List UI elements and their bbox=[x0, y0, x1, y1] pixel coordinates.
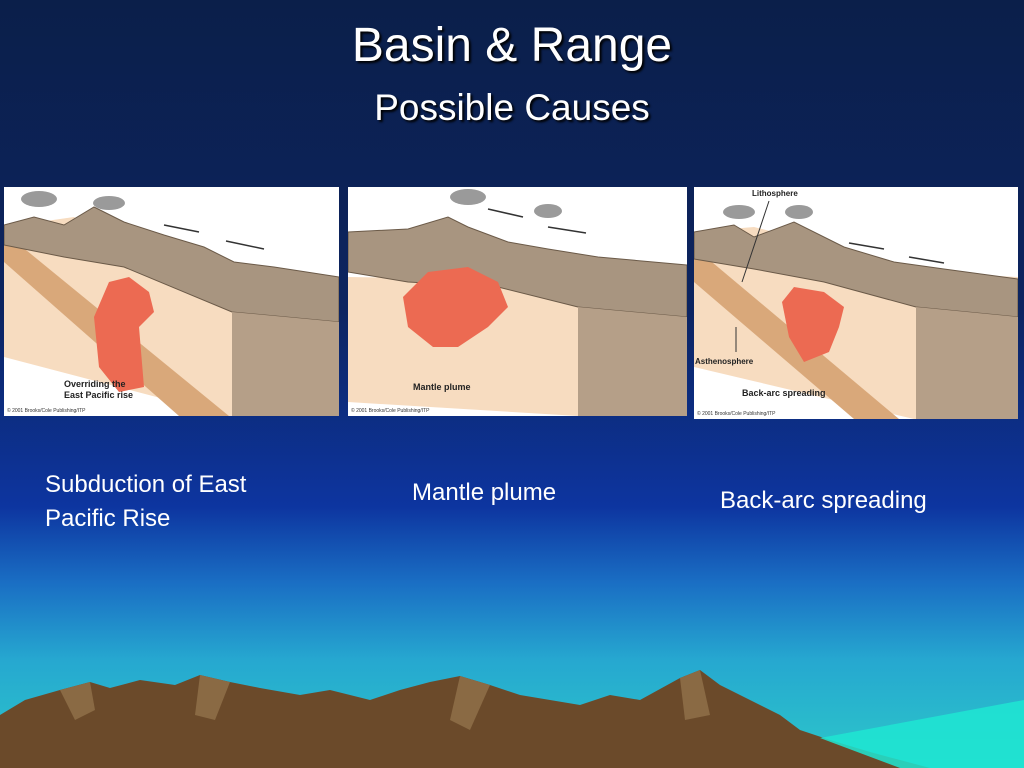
diagram-back-arc: Lithosphere Asthenosphere Back-arc sprea… bbox=[694, 187, 1018, 419]
crust-layer bbox=[4, 206, 339, 323]
crust-front-face bbox=[916, 307, 1018, 419]
diagram-overriding-rise: Overriding the East Pacific rise © 2001 … bbox=[4, 187, 339, 416]
extension-arrow bbox=[848, 242, 885, 250]
lithosphere-pointer bbox=[741, 200, 770, 283]
block-diagram-3: Lithosphere Asthenosphere Back-arc sprea… bbox=[694, 189, 1018, 419]
crust-front-face bbox=[232, 312, 339, 416]
diagram-label-line: Overriding the bbox=[64, 379, 126, 389]
mountain-highlight bbox=[680, 670, 710, 720]
asthenosphere-label: Asthenosphere bbox=[695, 357, 754, 366]
volcanic-plume bbox=[450, 189, 486, 205]
diagram-label-line: Mantle plume bbox=[413, 382, 471, 392]
extension-arrow bbox=[487, 208, 524, 218]
crust-front-face bbox=[578, 307, 687, 416]
diagram-mantle-plume: Mantle plume © 2001 Brooks/Cole Publishi… bbox=[348, 187, 687, 416]
slide-subtitle: Possible Causes bbox=[374, 87, 650, 128]
volcanic-plume bbox=[785, 205, 813, 219]
water-area bbox=[820, 700, 1024, 768]
crust-layer bbox=[694, 221, 1018, 318]
magma-body bbox=[782, 287, 844, 362]
caption-back-arc: Back-arc spreading bbox=[720, 487, 927, 514]
mountain-silhouette bbox=[0, 670, 1024, 768]
mountain-highlight bbox=[195, 675, 230, 720]
lithosphere-label: Lithosphere bbox=[752, 189, 798, 198]
caption-subduction: Subduction of East Pacific Rise bbox=[45, 471, 247, 532]
block-diagram-1: Overriding the East Pacific rise © 2001 … bbox=[4, 191, 339, 416]
extension-arrow bbox=[908, 256, 945, 264]
mountain-highlight bbox=[60, 682, 95, 720]
copyright-note: © 2001 Brooks/Cole Publishing/ITP bbox=[7, 407, 86, 414]
diagram-label-line: Back-arc spreading bbox=[742, 388, 826, 398]
slide-title: Basin & Range bbox=[351, 19, 673, 72]
volcanic-plume bbox=[534, 204, 562, 218]
copyright-note: © 2001 Brooks/Cole Publishing/ITP bbox=[697, 410, 776, 417]
caption-mantle-plume: Mantle plume bbox=[412, 479, 557, 506]
extension-arrow bbox=[547, 226, 587, 234]
extension-arrow bbox=[163, 224, 200, 233]
magma-body bbox=[403, 267, 508, 347]
volcanic-plume bbox=[21, 191, 57, 207]
copyright-note: © 2001 Brooks/Cole Publishing/ITP bbox=[351, 407, 430, 414]
block-diagram-2: Mantle plume © 2001 Brooks/Cole Publishi… bbox=[348, 189, 687, 416]
mountain-highlight bbox=[450, 676, 490, 730]
volcanic-plume bbox=[93, 196, 125, 210]
volcanic-plume bbox=[723, 205, 755, 219]
diagram-label-line: East Pacific rise bbox=[64, 390, 133, 400]
magma-body bbox=[94, 277, 154, 392]
extension-arrow bbox=[225, 240, 265, 250]
